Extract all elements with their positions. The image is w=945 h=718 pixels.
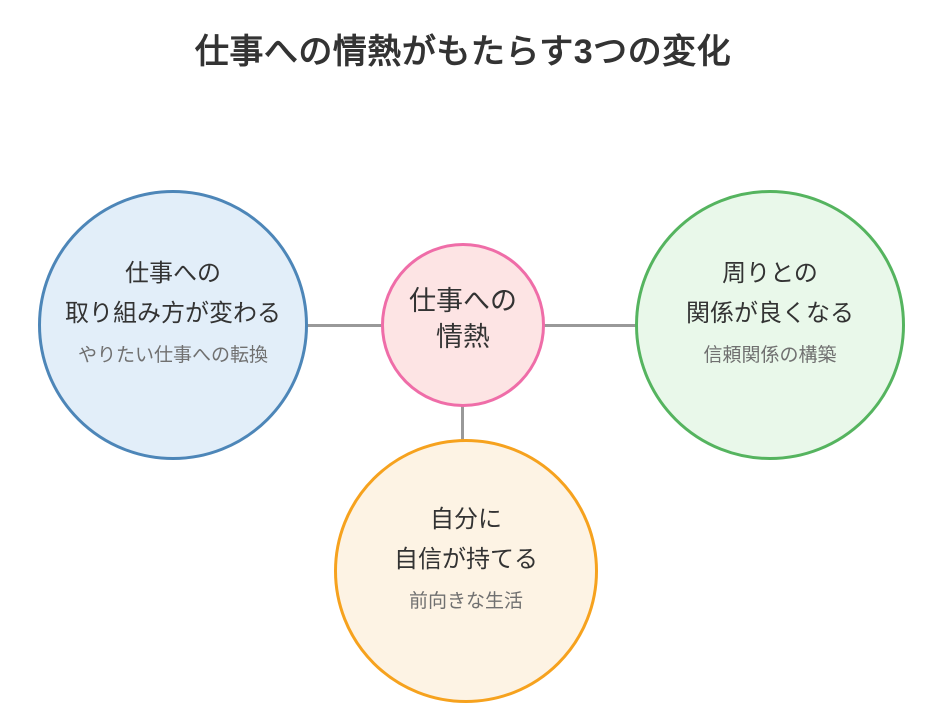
node-left-content: 仕事への 取り組み方が変わる やりたい仕事への転換 bbox=[65, 254, 281, 369]
connector-center-to-left bbox=[300, 324, 388, 327]
node-center-line1: 仕事への bbox=[409, 286, 517, 316]
node-left-line2: 取り組み方が変わる bbox=[65, 299, 281, 327]
connector-center-to-right bbox=[538, 324, 640, 327]
node-bottom-line2: 自信が持てる bbox=[394, 545, 538, 573]
node-center-line2: 情熱 bbox=[436, 322, 490, 352]
node-left-line1: 仕事への bbox=[125, 259, 221, 287]
node-right-relationships: 周りとの 関係が良くなる 信頼関係の構築 bbox=[635, 190, 905, 460]
node-bottom-content: 自分に 自信が持てる 前向きな生活 bbox=[394, 500, 538, 615]
node-bottom-subtitle: 前向きな生活 bbox=[408, 590, 523, 612]
node-right-subtitle: 信頼関係の構築 bbox=[703, 344, 837, 366]
connector-center-to-bottom bbox=[461, 402, 464, 444]
node-bottom-line1: 自分に bbox=[430, 505, 502, 533]
node-right-line2: 関係が良くなる bbox=[686, 299, 854, 327]
node-center-passion: 仕事への 情熱 bbox=[381, 243, 545, 407]
node-right-line1: 周りとの bbox=[722, 259, 818, 287]
node-bottom-confidence: 自分に 自信が持てる 前向きな生活 bbox=[334, 439, 598, 703]
node-right-content: 周りとの 関係が良くなる 信頼関係の構築 bbox=[686, 254, 854, 369]
node-left-subtitle: やりたい仕事への転換 bbox=[77, 344, 268, 366]
node-center-content: 仕事への 情熱 bbox=[409, 283, 517, 355]
node-left-work-approach: 仕事への 取り組み方が変わる やりたい仕事への転換 bbox=[38, 190, 308, 460]
diagram-title: 仕事への情熱がもたらす3つの変化 bbox=[194, 33, 732, 71]
